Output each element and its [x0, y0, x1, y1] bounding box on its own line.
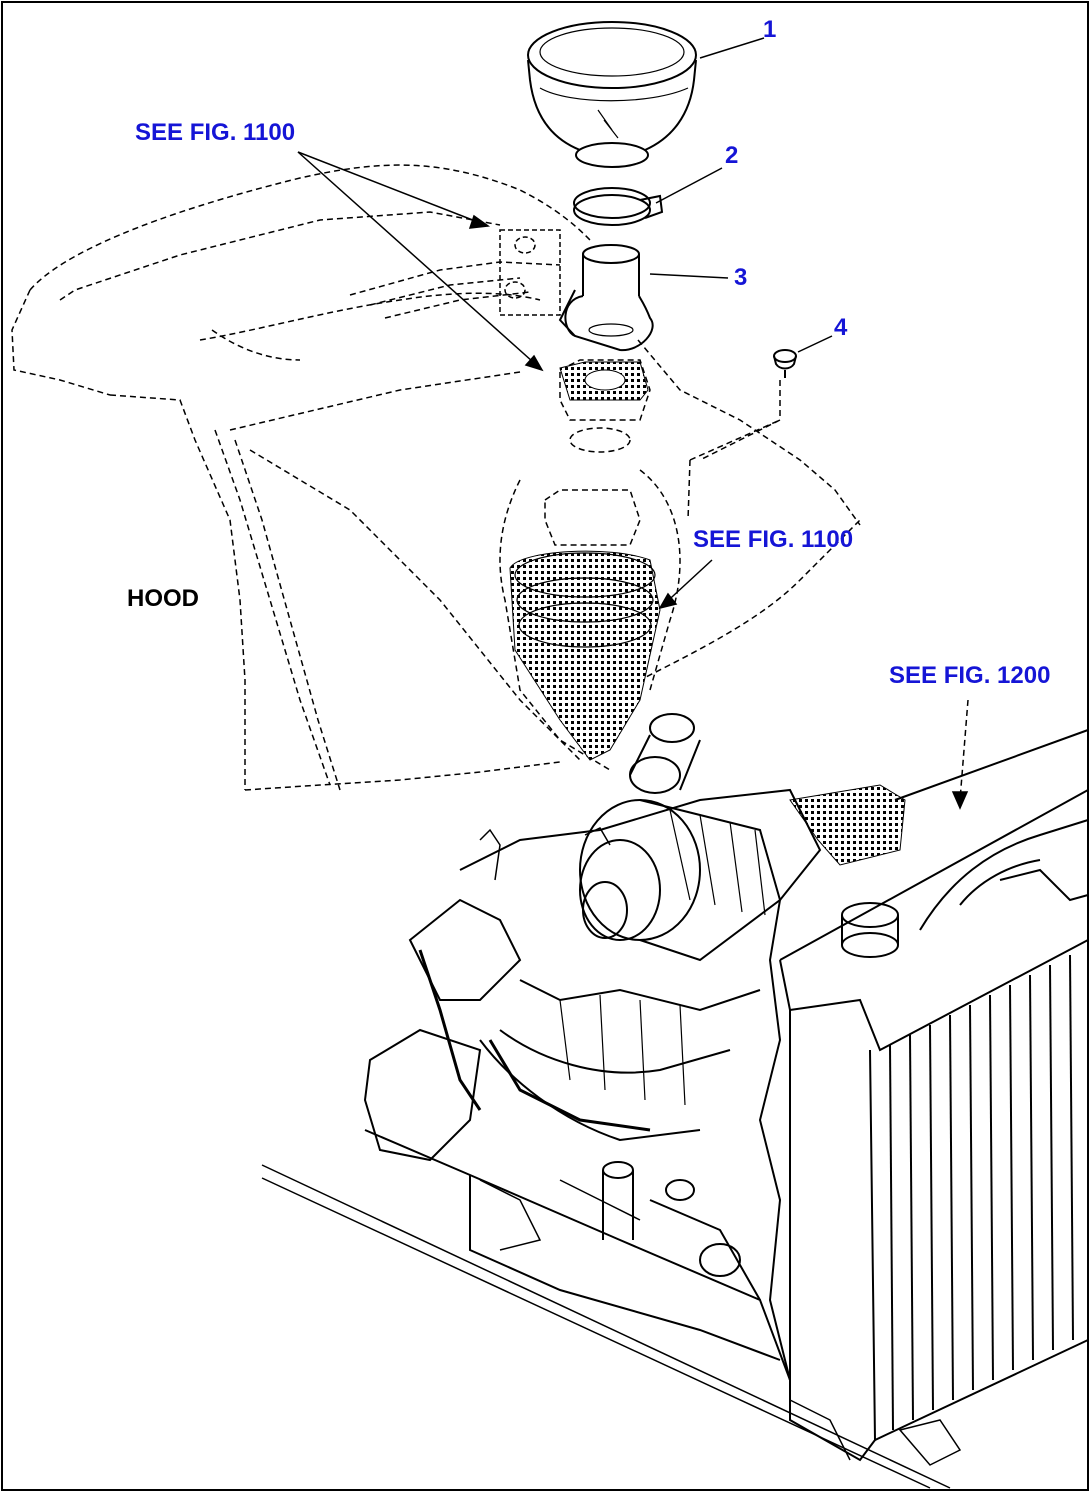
- see-fig-1200: SEE FIG. 1200: [889, 662, 1051, 689]
- radiator-fins: [889, 954, 1074, 1431]
- base-frame: [261, 1164, 962, 1489]
- hood-outline: [11, 164, 861, 791]
- callout-2: 2: [725, 142, 739, 169]
- see-fig-1100-top: SEE FIG. 1100: [135, 119, 296, 146]
- dotted-area-element: [509, 550, 661, 761]
- dotted-area-upper: [559, 361, 649, 401]
- callout-4: 4: [834, 314, 848, 341]
- dotted-area-radiator: [789, 784, 906, 866]
- precleaner-body: [499, 359, 681, 771]
- clamp-band: [573, 187, 664, 226]
- callout-1: 1: [763, 16, 777, 43]
- hood-label: HOOD: [127, 585, 199, 612]
- inlet-pipe: [558, 244, 654, 352]
- inlet-elbow: [629, 713, 701, 794]
- callout-3: 3: [734, 264, 748, 291]
- callout-leaders: [637, 37, 861, 526]
- reference-arrows: [297, 151, 969, 810]
- small-cap: [699, 349, 797, 461]
- mount-bolts: [499, 229, 561, 316]
- air-cleaner-cap: [527, 21, 697, 168]
- engine: [363, 788, 822, 1381]
- see-fig-1100-mid: SEE FIG. 1100: [693, 526, 854, 553]
